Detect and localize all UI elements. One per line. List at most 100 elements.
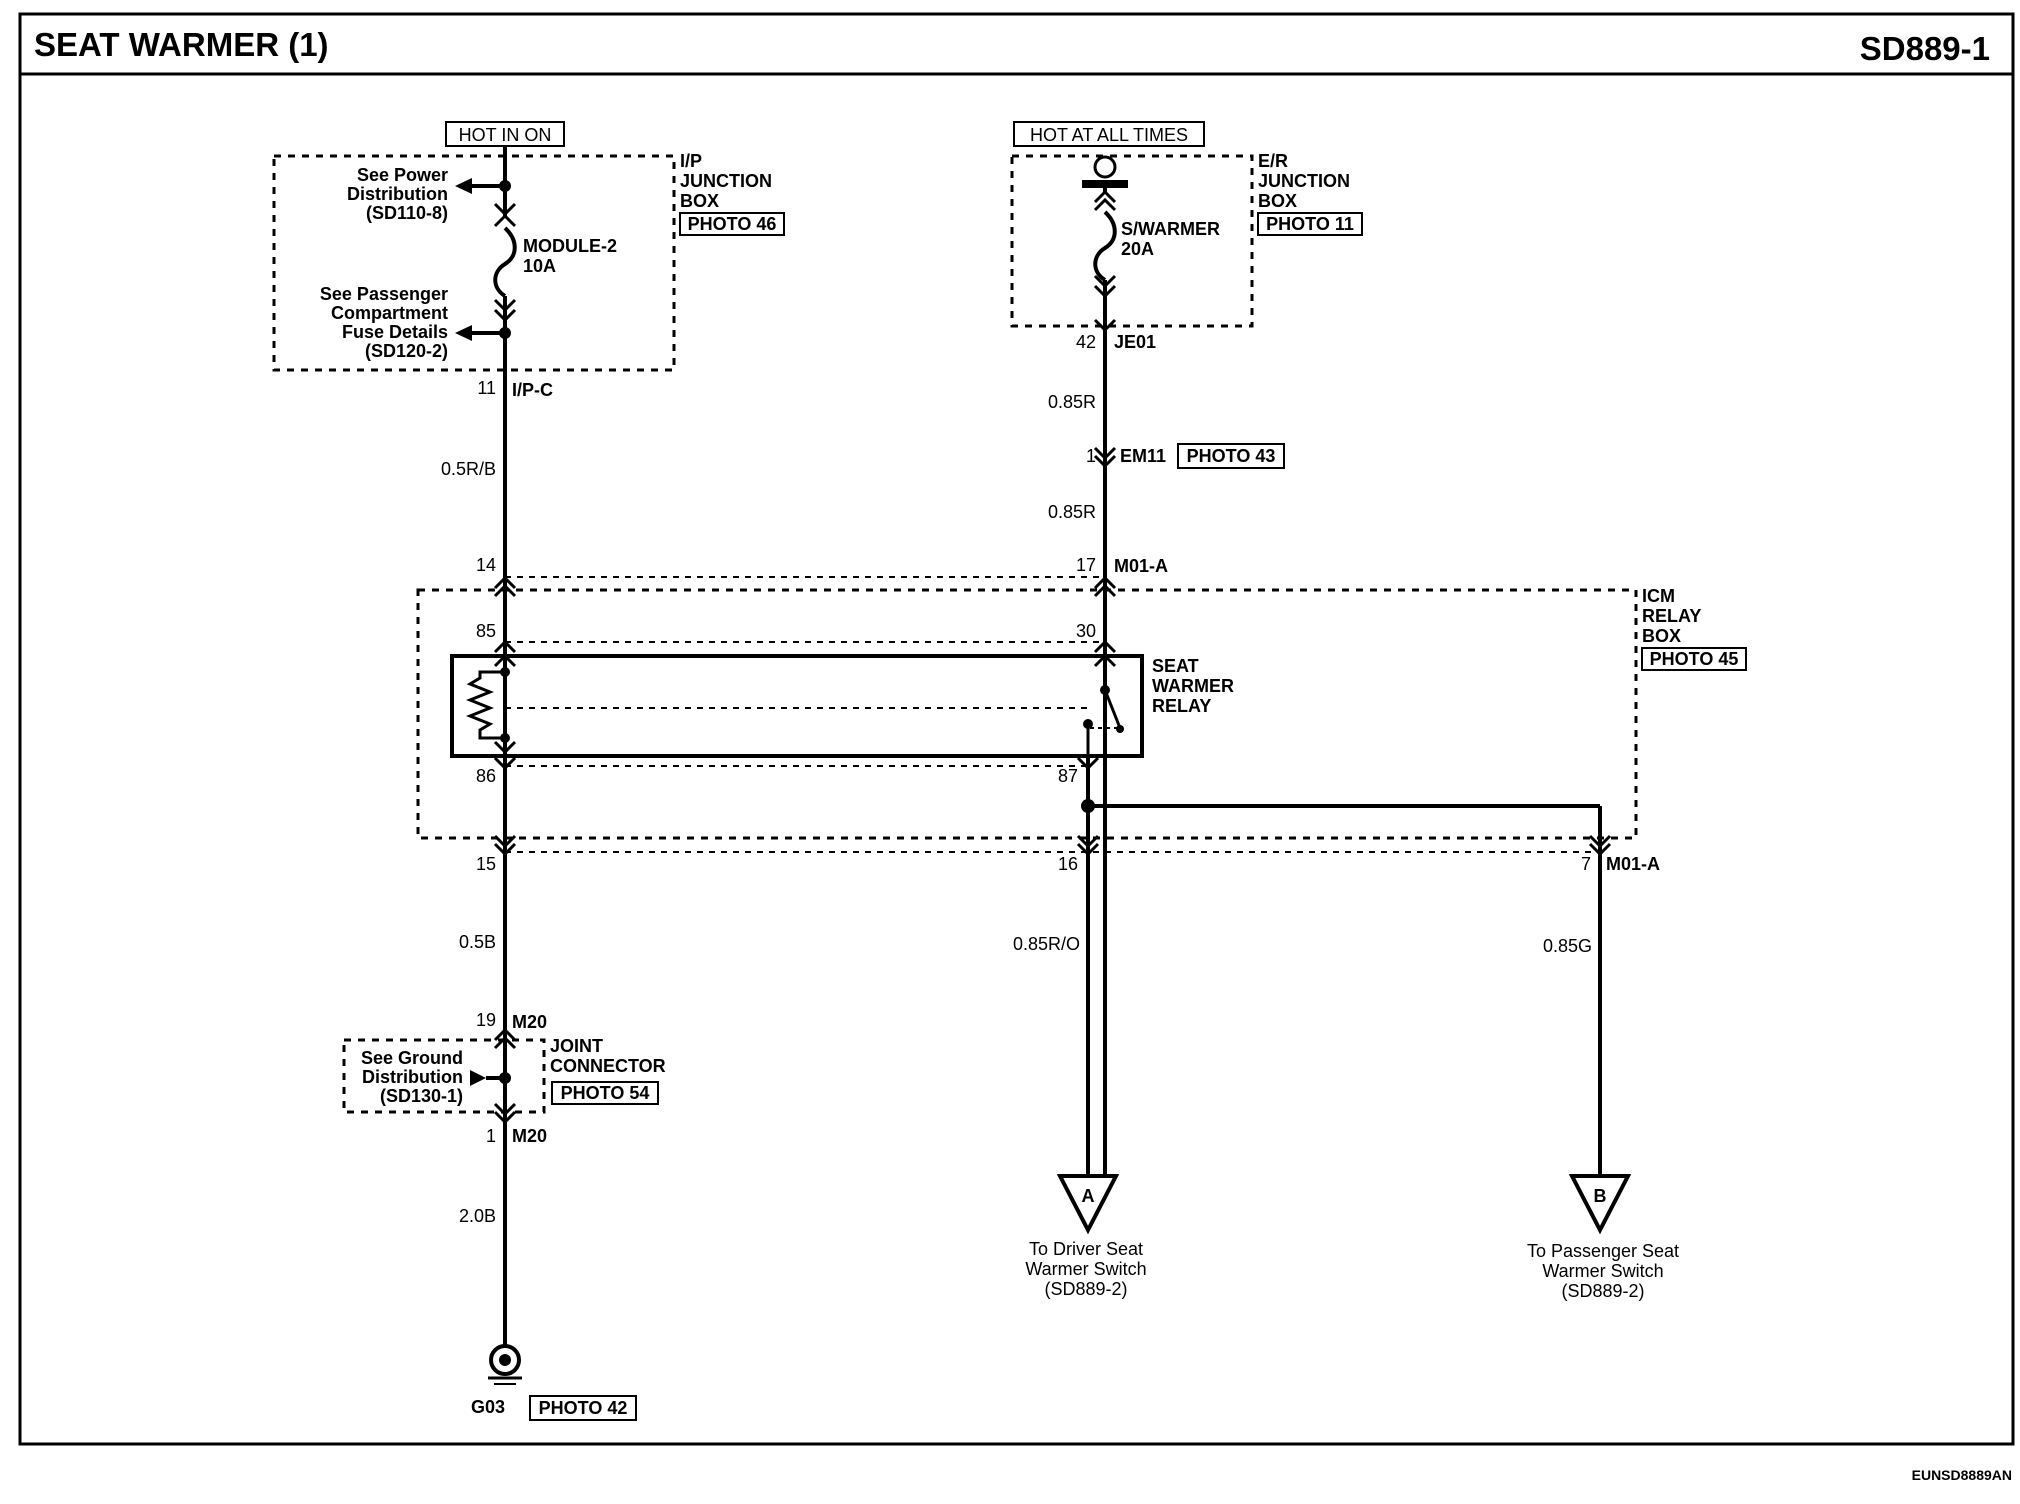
relay-pin-86: 86: [476, 766, 496, 786]
svg-text:PHOTO 54: PHOTO 54: [561, 1083, 650, 1103]
svg-text:(SD130-1): (SD130-1): [380, 1086, 463, 1106]
svg-text:Warmer Switch: Warmer Switch: [1542, 1261, 1663, 1281]
page-code: SD889-1: [1860, 30, 1990, 67]
wire-label-05b: 0.5B: [459, 932, 496, 952]
em11-connector: EM11: [1120, 446, 1166, 466]
m20-top-pin: 19: [476, 1010, 496, 1030]
svg-text:PHOTO 11: PHOTO 11: [1266, 214, 1354, 234]
svg-text:SEAT: SEAT: [1152, 656, 1199, 676]
icm-relay-box-outline: [416, 588, 1638, 840]
page-title: SEAT WARMER (1): [34, 26, 329, 63]
arrow-left-icon: [455, 325, 472, 341]
joint-connector-outline: [342, 1038, 546, 1114]
ip-junction-box-outline: [272, 154, 676, 372]
connector-b-letter: B: [1594, 1186, 1607, 1206]
wire-label-085r-b: 0.85R: [1048, 502, 1096, 522]
je01-pin: 42: [1076, 332, 1096, 352]
to-driver-seat-warmer-switch: To Driver Seat Warmer Switch (SD889-2): [1025, 1239, 1146, 1299]
fuse-module-2-icon: [493, 202, 517, 322]
svg-text:PHOTO 46: PHOTO 46: [688, 214, 777, 234]
wire-label-085g: 0.85G: [1543, 936, 1592, 956]
svg-text:JUNCTION: JUNCTION: [680, 171, 772, 191]
relay-coil-icon: [465, 653, 517, 755]
footer-code: EUNSD8889AN: [1912, 1467, 2012, 1483]
svg-text:See Passenger: See Passenger: [320, 284, 448, 304]
see-power-distribution-text: See Power Distribution (SD110-8): [347, 165, 448, 223]
ip-c-pin: 11: [477, 378, 496, 398]
svg-text:RELAY: RELAY: [1642, 606, 1701, 626]
m20-top-connector: M20: [512, 1012, 547, 1032]
connector-a-icon: A: [1056, 1174, 1120, 1235]
svg-text:E/R: E/R: [1258, 151, 1288, 171]
svg-text:Distribution: Distribution: [362, 1067, 463, 1087]
wire-label-085ro: 0.85R/O: [1013, 934, 1080, 954]
svg-text:See Ground: See Ground: [361, 1048, 463, 1068]
ground-g03: G03: [471, 1397, 505, 1417]
svg-text:(SD889-2): (SD889-2): [1561, 1281, 1644, 1301]
pin-17: 17: [1076, 555, 1096, 575]
battery-terminal-icon: [1082, 155, 1128, 188]
svg-text:WARMER: WARMER: [1152, 676, 1234, 696]
wire-label-20b: 2.0B: [459, 1206, 496, 1226]
svg-text:RELAY: RELAY: [1152, 696, 1211, 716]
fuse-s-warmer-icon: [1093, 189, 1117, 300]
svg-text:Compartment: Compartment: [331, 303, 448, 323]
relay-pin-85: 85: [476, 621, 496, 641]
svg-text:PHOTO 42: PHOTO 42: [539, 1398, 628, 1418]
pin-7: 7: [1581, 854, 1591, 874]
connector-a-letter: A: [1082, 1186, 1095, 1206]
icm-relay-box-label: ICM RELAY BOX: [1642, 586, 1701, 646]
svg-text:Warmer Switch: Warmer Switch: [1025, 1259, 1146, 1279]
ground-photo-tag: PHOTO 42: [529, 1395, 637, 1421]
svg-text:HOT AT ALL TIMES: HOT AT ALL TIMES: [1030, 125, 1188, 145]
svg-text:Distribution: Distribution: [347, 184, 448, 204]
svg-text:HOT IN ON: HOT IN ON: [459, 125, 552, 145]
svg-text:To Passenger Seat: To Passenger Seat: [1527, 1241, 1679, 1261]
svg-text:MODULE-2: MODULE-2: [523, 236, 617, 256]
svg-text:JOINT: JOINT: [550, 1036, 603, 1056]
pin-14: 14: [476, 555, 496, 575]
ground-icon: [488, 1344, 522, 1385]
relay-switch-icon: [1083, 653, 1124, 756]
m01a-top-connector: M01-A: [1114, 556, 1168, 576]
ip-junction-box-label: I/P JUNCTION BOX: [680, 151, 772, 211]
svg-text:See Power: See Power: [357, 165, 448, 185]
seat-warmer-relay-label: SEAT WARMER RELAY: [1152, 656, 1234, 716]
er-junction-box-label: E/R JUNCTION BOX: [1258, 151, 1350, 211]
er-junction-box-photo-tag: PHOTO 11: [1257, 212, 1363, 236]
svg-text:I/P: I/P: [680, 151, 702, 171]
em11-pin: 1: [1086, 446, 1096, 466]
m01a-bottom-chevrons: [493, 834, 1612, 857]
wire-label-085r-a: 0.85R: [1048, 392, 1096, 412]
svg-text:To Driver Seat: To Driver Seat: [1029, 1239, 1143, 1259]
je01-connector: JE01: [1114, 332, 1156, 352]
svg-text:CONNECTOR: CONNECTOR: [550, 1056, 666, 1076]
m20-bottom-connector: M20: [512, 1126, 547, 1146]
splice-dot: [499, 1072, 511, 1084]
relay-pin-30: 30: [1076, 621, 1096, 641]
connector-b-icon: B: [1568, 1174, 1632, 1235]
svg-text:(SD889-2): (SD889-2): [1044, 1279, 1127, 1299]
em11-photo-tag: PHOTO 43: [1177, 443, 1285, 469]
pin-16: 16: [1058, 854, 1078, 874]
ip-c-connector: I/P-C: [512, 380, 553, 400]
svg-text:JUNCTION: JUNCTION: [1258, 171, 1350, 191]
see-passenger-fuse-text: See Passenger Compartment Fuse Details (…: [320, 284, 448, 361]
icm-relay-box-photo-tag: PHOTO 45: [1641, 647, 1747, 671]
er-junction-box-outline: [1010, 154, 1254, 328]
svg-text:ICM: ICM: [1642, 586, 1675, 606]
diagram-frame: [18, 12, 2015, 1446]
svg-text:S/WARMER: S/WARMER: [1121, 219, 1220, 239]
arrow-right-icon: [470, 1070, 486, 1086]
svg-text:BOX: BOX: [1258, 191, 1297, 211]
hot-in-on-label: HOT IN ON: [445, 121, 565, 147]
arrow-left-icon: [455, 178, 472, 194]
see-ground-distribution-text: See Ground Distribution (SD130-1): [361, 1048, 463, 1106]
hot-at-all-times-label: HOT AT ALL TIMES: [1013, 121, 1205, 147]
to-passenger-seat-warmer-switch: To Passenger Seat Warmer Switch (SD889-2…: [1527, 1241, 1679, 1301]
m20-top-chevrons: [493, 1027, 517, 1050]
ip-junction-box-photo-tag: PHOTO 46: [679, 212, 785, 236]
relay-top-chevrons: [493, 639, 1117, 654]
seat-warmer-relay-body: [450, 654, 1144, 758]
